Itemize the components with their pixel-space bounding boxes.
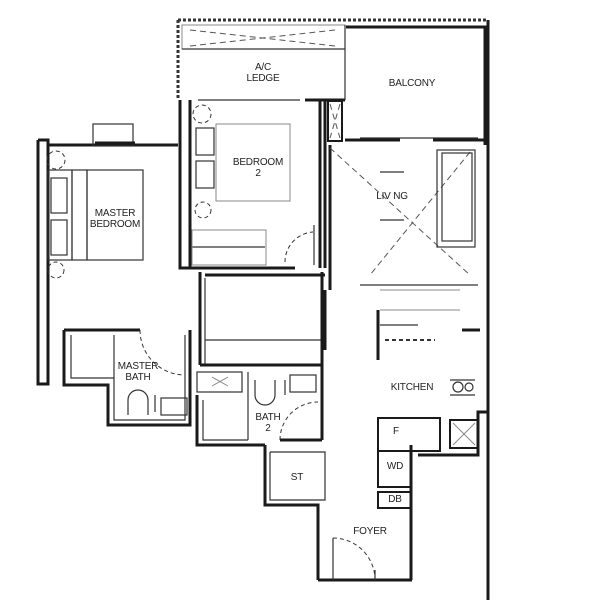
room-label-foyer: FOYER bbox=[353, 526, 387, 537]
top-railing bbox=[176, 18, 488, 98]
room-label-master-bedroom: MASTER BEDROOM bbox=[89, 208, 141, 230]
master-bedroom-furniture bbox=[46, 150, 144, 279]
room-label-master-bath: MASTER BATH bbox=[117, 361, 159, 383]
master-bath-walls bbox=[62, 328, 192, 427]
room-label-living: LIV NG bbox=[376, 191, 408, 202]
room-label-balcony: BALCONY bbox=[388, 78, 436, 89]
store-walls bbox=[263, 445, 326, 580]
utility-block bbox=[377, 410, 488, 580]
kitchen-fixtures bbox=[376, 289, 480, 396]
foyer-walls bbox=[318, 537, 412, 582]
service-shaft bbox=[327, 100, 343, 142]
master-bedroom-walls bbox=[36, 123, 178, 386]
room-label-ac-ledge: A/C LEDGE bbox=[246, 62, 280, 84]
corridor-walls bbox=[198, 272, 325, 440]
balcony-area bbox=[345, 20, 490, 600]
room-label-bedroom-2: BEDROOM 2 bbox=[232, 157, 284, 179]
ac-ledge-area bbox=[181, 24, 346, 100]
room-label-fridge: F bbox=[393, 426, 399, 437]
room-label-kitchen: KITCHEN bbox=[390, 382, 434, 393]
room-label-bath-2: BATH 2 bbox=[255, 412, 281, 434]
room-label-washer-dryer: WD bbox=[386, 461, 404, 472]
room-label-db: DB bbox=[388, 494, 402, 505]
bedroom-2-furniture bbox=[191, 104, 315, 266]
bedroom-2-walls bbox=[178, 98, 345, 270]
living-walls bbox=[323, 145, 478, 350]
room-label-store: ST bbox=[290, 472, 304, 483]
bath-2-walls bbox=[195, 371, 322, 447]
